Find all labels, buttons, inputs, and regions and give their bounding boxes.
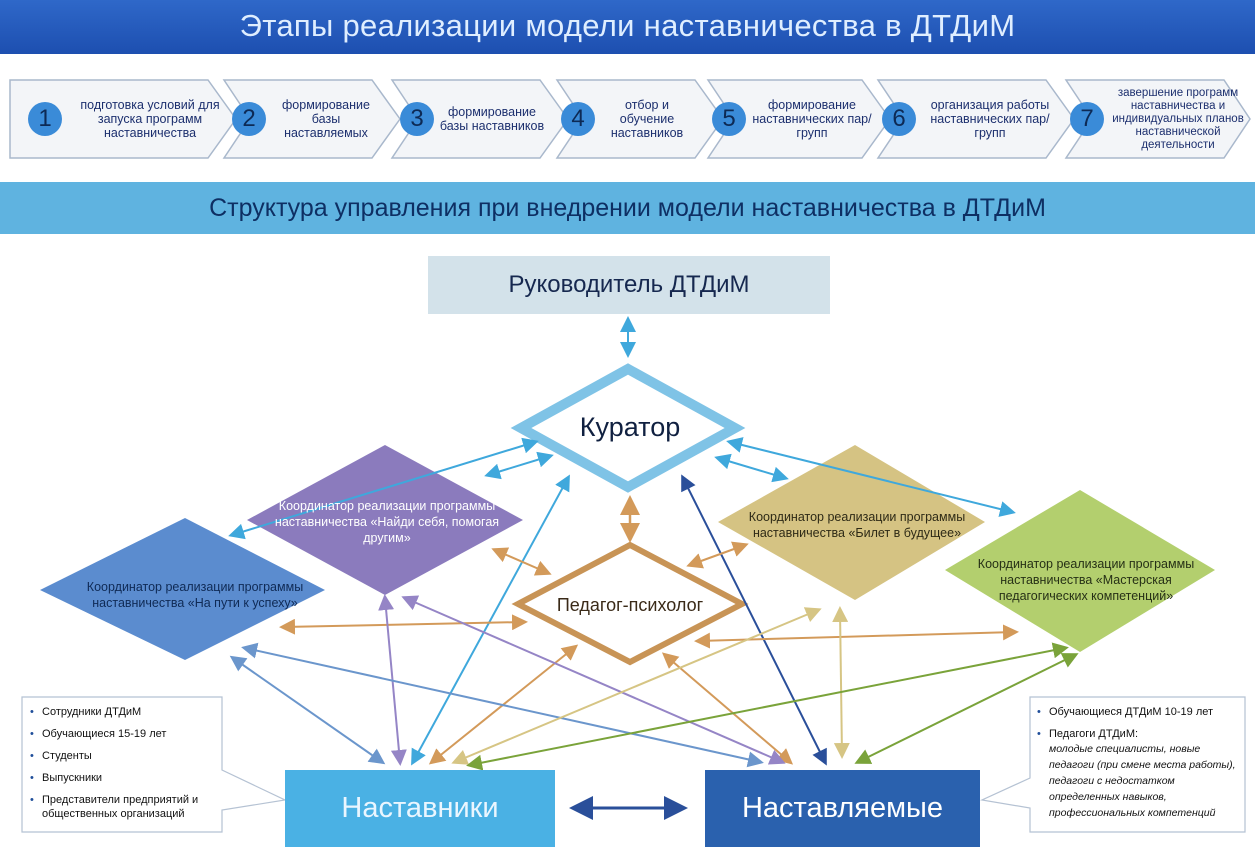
arrow-psych-coord3 — [686, 541, 749, 569]
coordinator-label-4: Координатор реализации программы наставн… — [977, 557, 1195, 603]
page-title: Этапы реализации модели наставничества в… — [0, 0, 1255, 54]
list-item: Педагоги ДТДиМ: молодые специалисты, новы… — [1037, 727, 1242, 821]
mentors-list: Сотрудники ДТДиМ Обучающиеся 15-19 лет С… — [30, 705, 240, 829]
arrow-coord2-mentees — [241, 642, 764, 768]
stage-1: 1 подготовка условий для запуска програм… — [8, 78, 238, 160]
mentees-box: Наставляемые — [705, 770, 980, 847]
stages-row: 1 подготовка условий для запуска програм… — [0, 68, 1255, 168]
stage-3: 3 формирование базы наставников — [390, 78, 570, 160]
list-item: Обучающиеся 15-19 лет — [30, 727, 240, 741]
coordinator-label-2: Координатор реализации программы наставн… — [86, 580, 304, 610]
list-item-label: Педагоги ДТДиМ: — [1049, 728, 1139, 740]
arrow-coord4-mentees — [854, 653, 1079, 764]
coordinator-diamond-2 — [40, 518, 325, 660]
list-item: Студенты — [30, 749, 240, 763]
list-item: Выпускники — [30, 771, 240, 785]
stage-4: 4 отбор и обучение наставников — [555, 78, 725, 160]
mentees-list: Обучающиеся ДТДиМ 10-19 лет Педагоги ДТД… — [1037, 705, 1242, 829]
stage-label: формирование базы наставников — [439, 105, 545, 133]
coordinator-label-1: Координатор реализации программы наставн… — [274, 499, 500, 545]
stage-6: 6 организация работы наставнических пар/… — [876, 78, 1076, 160]
stage-5: 5 формирование наставнических пар/групп — [706, 78, 892, 160]
arrow-psych-coord1 — [491, 547, 552, 576]
stage-number: 7 — [1070, 102, 1104, 136]
list-item: Обучающиеся ДТДиМ 10-19 лет — [1037, 705, 1242, 719]
stage-number: 6 — [882, 102, 916, 136]
head-box: Руководитель ДТДиМ — [428, 256, 830, 314]
mentors-box: Наставники — [285, 770, 555, 847]
coordinator-diamond-4 — [945, 490, 1215, 652]
stage-chevron-shape — [9, 79, 237, 159]
stage-label: организация работы наставнических пар/гр… — [930, 98, 1050, 140]
stage-label: формирование наставнических пар/групп — [752, 98, 872, 140]
list-item-label: Обучающиеся ДТДиМ 10-19 лет — [1049, 706, 1214, 718]
arrow-curator-coord1 — [484, 451, 554, 480]
arrow-curator-coord3 — [714, 453, 789, 483]
list-item: Сотрудники ДТДиМ — [30, 705, 240, 719]
stage-number: 5 — [712, 102, 746, 136]
curator-diamond — [510, 363, 746, 493]
structure-title: Структура управления при внедрении модел… — [0, 182, 1255, 234]
stage-label: формирование базы наставляемых — [282, 98, 370, 140]
stage-number: 2 — [232, 102, 266, 136]
arrow-curator-coord4 — [726, 437, 1016, 517]
stage-label: завершение программ наставничества и инд… — [1112, 86, 1244, 151]
stage-label: отбор и обучение наставников — [610, 98, 684, 140]
stage-7: 7 завершение программ наставничества и и… — [1064, 78, 1252, 160]
arrow-coord3-mentees — [832, 606, 850, 759]
arrow-curator-coord2 — [228, 437, 539, 540]
stage-label: подготовка условий для запуска программ … — [80, 98, 220, 140]
list-item-note: молодые специалисты, новые педагоги (при… — [1049, 743, 1236, 819]
psychologist-label: Педагог-психолог — [556, 594, 704, 615]
curator-label: Куратор — [579, 411, 681, 442]
stage-number: 4 — [561, 102, 595, 136]
stage-number: 3 — [400, 102, 434, 136]
coordinator-label-3: Координатор реализации программы наставн… — [748, 510, 966, 540]
list-item: Представители предприятий и общественных… — [30, 793, 240, 821]
stage-2: 2 формирование базы наставляемых — [222, 78, 402, 160]
stage-number: 1 — [28, 102, 62, 136]
